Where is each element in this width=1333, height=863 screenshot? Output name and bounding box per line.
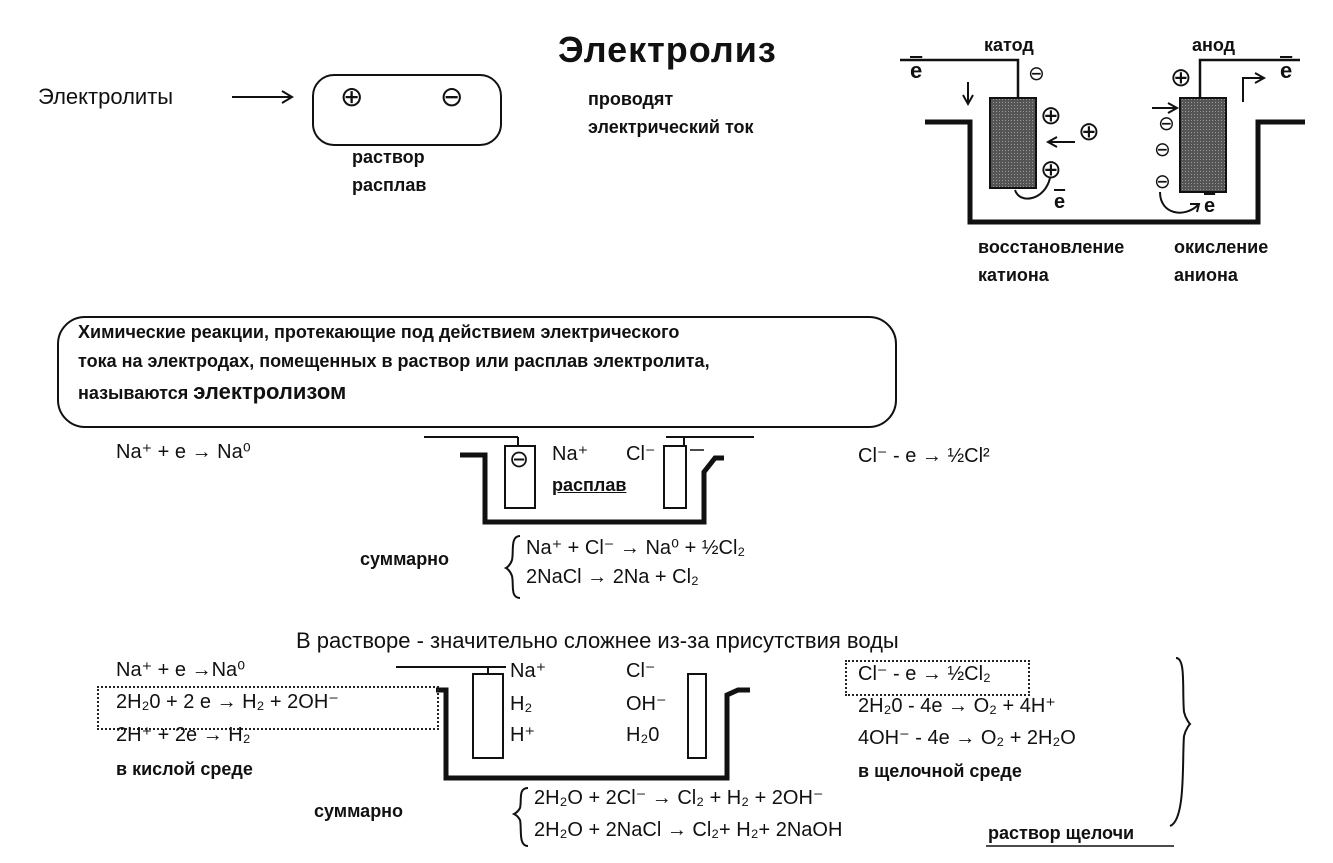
solution-left-2: 2H₂0 + 2 e → H₂ + 2OH⁻ <box>116 691 339 713</box>
solution-right-1: Cl⁻ - e → ½Cl₂ <box>858 663 991 685</box>
definition-box <box>57 316 897 428</box>
oxidation-label-1: окисление <box>1174 237 1269 257</box>
anode-label: анод <box>1192 35 1236 55</box>
conduct-line-1: проводят <box>588 89 674 109</box>
anode-electron-label: e <box>1204 195 1216 217</box>
melt-ion-na: Na⁺ <box>552 443 589 465</box>
solution-ion-right-3: H₂0 <box>626 724 660 746</box>
solution-heading: В растворе - значительно сложнее из-за п… <box>296 628 899 653</box>
cathode-electrode <box>989 97 1037 189</box>
electron-out-label: e <box>1280 58 1293 83</box>
melt-summary-1: Na⁺ + Cl⁻ → Na⁰ + ½Cl₂ <box>526 537 746 559</box>
solution-summary-label: суммарно <box>314 801 404 821</box>
solution-ion-right-1: Cl⁻ <box>626 660 656 682</box>
solution-right-2: 2H₂0 - 4e → O₂ + 4H⁺ <box>858 695 1056 717</box>
solution-ion-left-2: H₂ <box>510 693 533 715</box>
solution-left-1: Na⁺ + e →Na⁰ <box>116 659 246 681</box>
chloride-oxidation-highlight <box>845 660 1030 696</box>
solution-left-3: 2H⁺ + 2e → H₂ <box>116 724 251 746</box>
cation-plus-icon-2: ⊕ <box>1078 116 1100 146</box>
solution-ion-left-1: Na⁺ <box>510 660 547 682</box>
reduction-label-1: восстановление <box>978 237 1125 257</box>
solution-ion-left-3: H⁺ <box>510 724 535 746</box>
anode-electrode <box>1179 97 1227 193</box>
cathode-minus-icon: ⊖ <box>1028 63 1045 85</box>
page-title: Электролиз <box>558 29 777 70</box>
melt-cathode <box>504 445 536 509</box>
top-cell-arrows <box>962 72 1267 214</box>
melt-medium-label: расплав <box>552 475 627 495</box>
anion-minus-icon-2: ⊖ <box>1154 139 1171 161</box>
water-reduction-highlight <box>97 686 439 730</box>
melt-anode-reaction: Cl⁻ - e → ½Cl² <box>858 445 990 467</box>
cation-plus-icon-1: ⊕ <box>1040 100 1062 130</box>
solution-summary-2: 2H₂O + 2NaCl → Cl₂+ H₂+ 2NaOH <box>534 819 843 841</box>
solution-right-3: 4OH⁻ - 4e → O₂ + 2H₂O <box>858 727 1076 749</box>
definition-line-1: Химические реакции, протекающие под дейс… <box>78 322 680 342</box>
melt-anode <box>663 445 687 509</box>
ion-box <box>312 74 502 146</box>
melt-summary-label: суммарно <box>360 549 450 569</box>
plus-ion-icon: ⊕ <box>340 81 364 112</box>
melt-cathode-minus-icon: ⊖ <box>509 446 530 473</box>
solution-cell-vessel <box>436 687 750 781</box>
electrolytes-label: Электролиты <box>38 84 174 109</box>
top-cell-vessel <box>925 119 1305 225</box>
reduction-label-2: катиона <box>978 265 1049 285</box>
anion-minus-icon-3: ⊖ <box>1154 171 1171 193</box>
solution-label: раствор <box>352 147 425 167</box>
solution-cathode <box>472 673 504 759</box>
melt-ion-cl: Cl⁻ <box>626 443 656 465</box>
melt-label: расплав <box>352 175 427 195</box>
melt-cell-vessel <box>460 452 724 525</box>
cation-plus-icon-3: ⊕ <box>1040 154 1062 184</box>
oxidation-label-2: аниона <box>1174 265 1238 285</box>
braces <box>503 535 1192 847</box>
acidic-medium-label: в кислой среде <box>116 759 253 779</box>
definition-line-3: называются электролизом <box>78 381 346 403</box>
electron-in-label: e <box>910 58 923 83</box>
anode-plus-icon: ⊕ <box>1170 62 1192 92</box>
definition-line-2: тока на электродах, помещенных в раствор… <box>78 351 710 371</box>
conduct-line-2: электрический ток <box>588 117 754 137</box>
definition-prefix: называются <box>78 383 189 403</box>
top-cell-wires <box>900 58 1300 98</box>
anion-minus-icon-1: ⊖ <box>1158 113 1175 135</box>
solution-cell-wires <box>396 666 506 674</box>
melt-cathode-reaction: Na⁺ + e → Na⁰ <box>116 441 251 463</box>
melt-summary-2: 2NaCl → 2Na + Cl₂ <box>526 566 699 588</box>
alkaline-medium-label: в щелочной среде <box>858 761 1022 781</box>
solution-anode <box>687 673 707 759</box>
definition-term: электролизом <box>193 379 347 404</box>
melt-cell-wires <box>424 436 754 446</box>
alkali-solution-label: раствор щелочи <box>988 823 1135 843</box>
solution-ion-right-2: OH⁻ <box>626 693 667 715</box>
electrolytes-arrow <box>232 90 294 104</box>
minus-ion-icon: ⊖ <box>440 81 464 112</box>
cathode-label: катод <box>984 35 1034 55</box>
cathode-electron-label: e <box>1054 191 1066 213</box>
solution-summary-1: 2H₂O + 2Cl⁻ → Cl₂ + H₂ + 2OH⁻ <box>534 787 824 809</box>
